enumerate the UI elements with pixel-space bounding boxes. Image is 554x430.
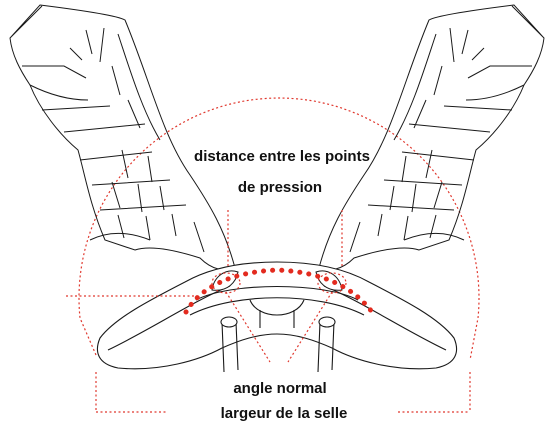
distance-label-line2: de pression bbox=[220, 180, 340, 195]
width-label: largeur de la selle bbox=[190, 406, 378, 421]
saddle bbox=[97, 262, 456, 372]
angle-label: angle normal bbox=[220, 379, 340, 398]
pelvis-right-bone bbox=[319, 5, 544, 270]
pelvis-left-bone bbox=[10, 5, 235, 270]
distance-label-line1: distance entre les points bbox=[171, 149, 393, 164]
